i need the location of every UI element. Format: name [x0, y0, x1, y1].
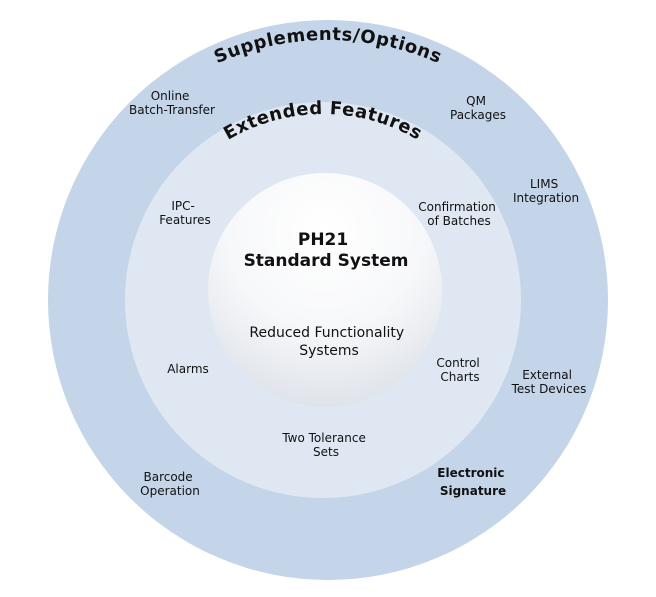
core-subtitle: Reduced Functionality Systems	[249, 325, 408, 359]
outer-item-electronic-signature: Electronic Signature	[437, 466, 508, 498]
outer-item-online-batch-transfer: Online Batch-Transfer	[129, 89, 215, 117]
core-title: PH21 Standard System	[244, 230, 409, 271]
outer-item-lims-integration: LIMS Integration	[513, 177, 579, 205]
middle-item-alarms: Alarms	[167, 362, 209, 376]
middle-item-ipc-features: IPC- Features	[159, 199, 211, 227]
middle-item-control-charts: Control Charts	[436, 356, 483, 384]
outer-item-barcode-operation: Barcode Operation	[140, 470, 200, 498]
core-circle	[208, 173, 442, 407]
outer-item-qm-packages: QM Packages	[450, 94, 506, 122]
middle-item-two-tolerance-sets: Two Tolerance Sets	[281, 431, 369, 459]
outer-item-external-test-devices: External Test Devices	[511, 368, 587, 396]
middle-item-confirmation-of-batches: Confirmation of Batches	[418, 200, 499, 228]
